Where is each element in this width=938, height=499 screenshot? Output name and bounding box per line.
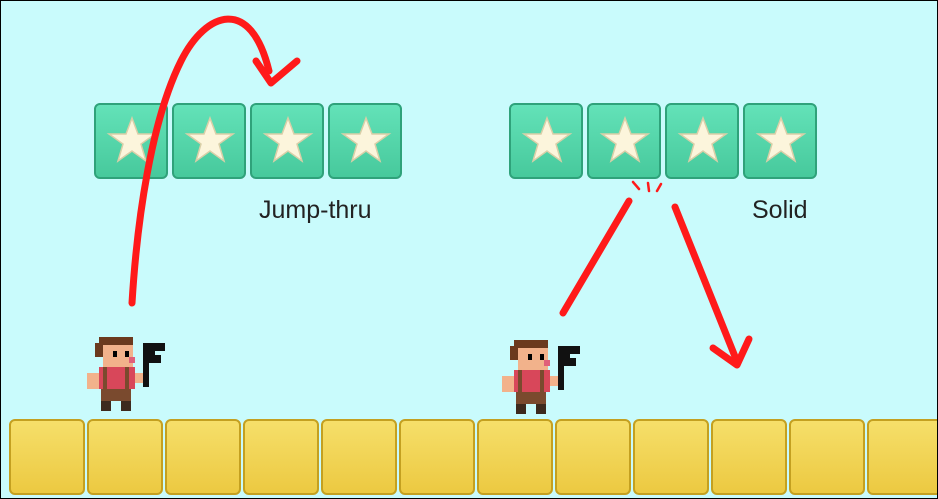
jump-through-arrow — [132, 19, 297, 303]
bounce-off-arrow — [563, 182, 749, 365]
